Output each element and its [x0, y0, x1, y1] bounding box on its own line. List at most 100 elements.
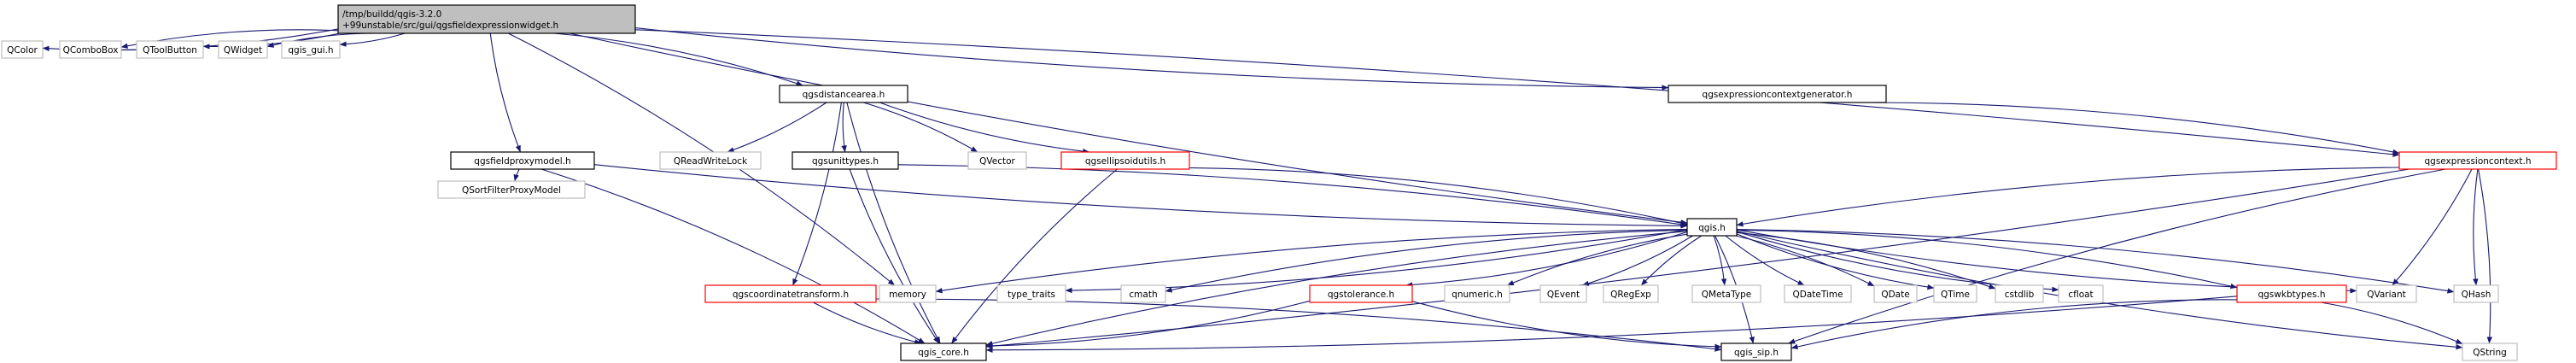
node-qgis[interactable]: qgis.h [1686, 218, 1738, 237]
edge-qgsdistancearea-to-qgscoordinatetransform [792, 102, 842, 286]
node-box [218, 40, 268, 59]
edge-root-to-qgsexpressioncontextgenerator [634, 27, 1669, 91]
node-label: qgis_gui.h [288, 45, 333, 56]
edge-qgsexpressioncontext-to-qgis_core [985, 168, 2410, 349]
edge-qgis-to-cmath [1165, 229, 1688, 293]
edge-qgis-to-qgswkbtypes [1736, 229, 2238, 290]
node-cstdlib: cstdlib [1995, 284, 2044, 303]
node-qvariant: QVariant [2356, 284, 2417, 303]
node-label: QTime [1941, 290, 1970, 300]
edge-qgstolerance-to-qgis_sip [1411, 301, 1722, 349]
edge-qgis-to-qnumeric [1506, 233, 1688, 286]
edge-qgis-to-qtime [1736, 233, 1935, 290]
node-qgsexpressioncontext[interactable]: qgsexpressioncontext.h [2398, 151, 2557, 170]
node-box [879, 284, 937, 303]
node-label: qgsunittypes.h [812, 156, 879, 167]
edge-qgsdistancearea-to-qgsellipsoidutils [879, 102, 1090, 155]
node-box [136, 40, 204, 59]
edge-qgsdistancearea-to-qgsunittypes [841, 102, 847, 153]
node-label: qgsdistancearea.h [803, 90, 885, 100]
node-box [1686, 218, 1738, 237]
node-qgsdistancearea[interactable]: qgsdistancearea.h [779, 85, 908, 103]
edge-qgis-to-qdatetime [1725, 235, 1805, 286]
edge-qgis-to-qvariant [1736, 229, 2357, 294]
node-label: qgsellipsoidutils.h [1085, 156, 1165, 167]
node-qgsellipsoidutils[interactable]: qgsellipsoidutils.h [1060, 151, 1190, 170]
node-box [437, 180, 586, 199]
edge-qgis-to-qgstolerance [1405, 231, 1688, 288]
node-box [659, 151, 762, 170]
node-box [1873, 284, 1918, 303]
edge-root-to-qgis [570, 32, 1688, 225]
edge-qgsfieldproxymodel-to-qgis_core [540, 168, 926, 344]
node-box [59, 40, 122, 59]
node-box [281, 40, 341, 59]
node-label: /tmp/buildd/qgis-3.2.0 [342, 9, 441, 20]
edge-qgsexpressioncontext-to-qstring [2478, 168, 2493, 344]
node-qgsexpressioncontextgenerator[interactable]: qgsexpressioncontextgenerator.h [1668, 85, 1887, 103]
node-qgstolerance[interactable]: qgstolerance.h [1309, 284, 1413, 303]
node-box [2462, 343, 2518, 361]
node-label: memory [889, 290, 926, 300]
node-qsortfilterproxymodel: QSortFilterProxyModel [437, 180, 586, 199]
node-label: qgis.h [1698, 223, 1726, 233]
node-qregexp: QRegExp [1603, 284, 1659, 303]
node-label: qgscoordinatetransform.h [733, 290, 849, 300]
node-box [2058, 284, 2104, 303]
node-qhash: QHash [2453, 284, 2499, 303]
edge-qgis-to-cfloat [1736, 231, 2059, 293]
edge-root-to-memory [508, 32, 896, 286]
node-qgscoordinatetransform[interactable]: qgscoordinatetransform.h [704, 284, 877, 303]
node-box [1603, 284, 1659, 303]
node-label: QVariant [2367, 290, 2406, 300]
edge-qgis-to-qevent [1581, 235, 1693, 286]
node-box [779, 85, 908, 103]
node-box [450, 151, 595, 170]
node-qvector: QVector [967, 151, 1027, 170]
node-qcolor: QColor [1, 40, 44, 59]
edge-qgswkbtypes-to-qgis_sip [1790, 299, 2238, 350]
edge-qgis-to-qgis_core [985, 231, 1688, 347]
edge-qgsdistancearea-to-qreadwritelock [727, 102, 827, 153]
node-qmetatype: QMetaType [1691, 284, 1761, 303]
node-box [2453, 284, 2499, 303]
node-qdatetime: QDateTime [1784, 284, 1852, 303]
node-label: cmath [1129, 290, 1157, 300]
node-qstring: QString [2462, 343, 2518, 361]
node-label: QMetaType [1702, 290, 1751, 300]
node-qgsfieldproxymodel[interactable]: qgsfieldproxymodel.h [450, 151, 595, 170]
node-qgswkbtypes[interactable]: qgswkbtypes.h [2236, 284, 2347, 303]
node-label: QColor [7, 45, 38, 56]
node-label: cstdlib [2005, 290, 2035, 300]
node-box [1, 40, 44, 59]
node-root[interactable]: /tmp/buildd/qgis-3.2.0+99unstable/src/gu… [337, 4, 636, 34]
edge-qgswkbtypes-to-qgis_core [985, 296, 2238, 353]
node-label: qgsfieldproxymodel.h [474, 156, 570, 167]
node-label: QEvent [1547, 290, 1580, 300]
node-label: QReadWriteLock [674, 156, 748, 167]
node-cmath: cmath [1120, 284, 1166, 303]
node-box [1720, 343, 1792, 361]
edge-qgis-to-qregexp [1640, 235, 1703, 286]
node-label: QDate [1881, 290, 1909, 300]
node-label: QDateTime [1792, 290, 1843, 300]
node-box [1539, 284, 1587, 303]
node-label: QString [2473, 348, 2507, 358]
node-box [1933, 284, 1977, 303]
node-qgsunittypes[interactable]: qgsunittypes.h [791, 151, 899, 170]
node-label: qnumeric.h [1452, 290, 1503, 300]
edge-qgsfieldproxymodel-to-qgis [593, 164, 1688, 229]
node-box [996, 284, 1066, 303]
edge-qgsexpressioncontextgenerator-to-qgsexpressioncontext [1866, 102, 2400, 155]
node-box [2236, 284, 2347, 303]
node-box [337, 4, 636, 34]
node-qgis_sip[interactable]: qgis_sip.h [1720, 343, 1792, 361]
edge-qgsunittypes-to-qgis [897, 164, 1688, 227]
node-box [1444, 284, 1510, 303]
node-qgis_core[interactable]: qgis_core.h [900, 343, 987, 361]
node-qcombobox: QComboBox [59, 40, 122, 59]
edge-qgstolerance-to-qgis_core [985, 300, 1311, 349]
edge-qgsexpressioncontext-to-qhash [2473, 168, 2479, 286]
node-label: qgstolerance.h [1328, 290, 1394, 300]
node-box [1784, 284, 1852, 303]
